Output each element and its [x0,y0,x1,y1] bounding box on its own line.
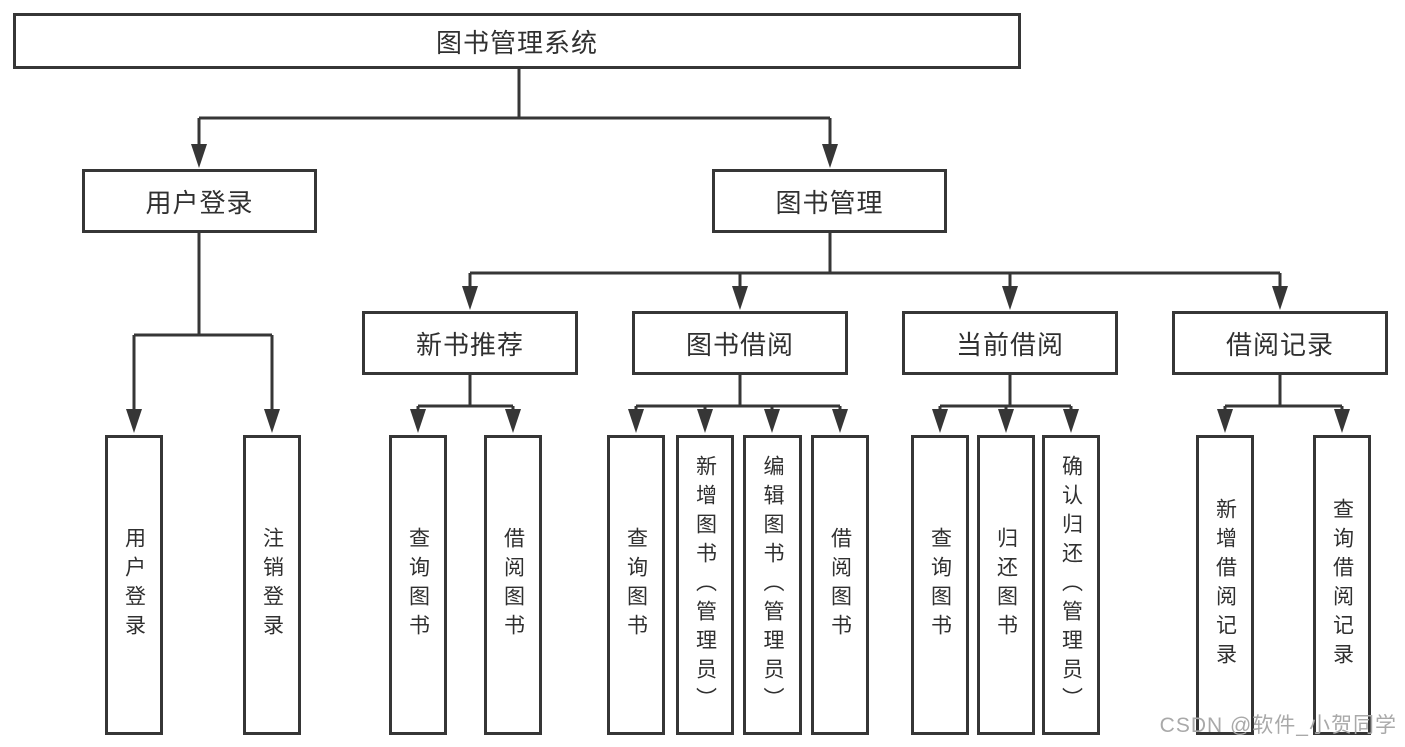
node-current-borrowing-label: 当前借阅 [955,329,1064,360]
leaf-query-books-current: 查询图书 [911,435,969,735]
leaf-confirm-return-admin-label: 确认归还（管理员） [1059,454,1083,716]
leaf-query-books-recommend: 查询图书 [389,435,447,735]
watermark-text: CSDN @软件_小贺同学 [1159,714,1397,737]
node-borrowing-records-label: 借阅记录 [1225,329,1334,360]
leaf-query-borrow-record-label: 查询借阅记录 [1330,498,1354,672]
leaf-query-borrow-record: 查询借阅记录 [1313,435,1371,735]
leaf-confirm-return-admin: 确认归还（管理员） [1042,435,1100,735]
node-book-borrowing-label: 图书借阅 [685,329,794,360]
leaf-borrow-books-recommend: 借阅图书 [484,435,542,735]
leaf-edit-books-admin-label: 编辑图书（管理员） [761,454,784,716]
leaf-query-books-borrowing-label: 查询图书 [624,527,648,643]
leaf-logout-label: 注销登录 [260,527,284,643]
leaf-logout: 注销登录 [243,435,301,735]
leaf-borrow-books-label: 借阅图书 [828,527,852,643]
leaf-return-books: 归还图书 [977,435,1035,735]
node-user-login-label: 用户登录 [145,187,254,218]
node-new-book-recommend-label: 新书推荐 [415,329,524,360]
leaf-add-borrow-record-label: 新增借阅记录 [1213,498,1237,672]
node-root: 图书管理系统 [13,13,1021,69]
node-new-book-recommend: 新书推荐 [362,311,578,375]
leaf-query-books-recommend-label: 查询图书 [406,527,430,643]
leaf-borrow-books-recommend-label: 借阅图书 [501,527,525,643]
leaf-add-books-admin: 新增图书（管理员） [676,435,734,735]
node-user-login: 用户登录 [82,169,317,233]
leaf-add-books-admin-label: 新增图书（管理员） [693,454,717,716]
leaf-return-books-label: 归还图书 [994,527,1018,643]
node-book-borrowing: 图书借阅 [632,311,848,375]
leaf-user-login-label: 用户登录 [122,527,146,643]
node-borrowing-records: 借阅记录 [1172,311,1388,375]
leaf-edit-books-admin: 编辑图书（管理员） [743,435,802,735]
arrowheads [126,144,1350,433]
leaf-user-login: 用户登录 [105,435,163,735]
node-book-management: 图书管理 [712,169,947,233]
leaf-borrow-books: 借阅图书 [811,435,869,735]
node-root-label: 图书管理系统 [435,27,598,58]
leaf-query-books-current-label: 查询图书 [928,527,952,643]
leaf-query-books-borrowing: 查询图书 [607,435,665,735]
leaf-add-borrow-record: 新增借阅记录 [1196,435,1254,735]
node-book-management-label: 图书管理 [775,187,884,218]
node-current-borrowing: 当前借阅 [902,311,1118,375]
